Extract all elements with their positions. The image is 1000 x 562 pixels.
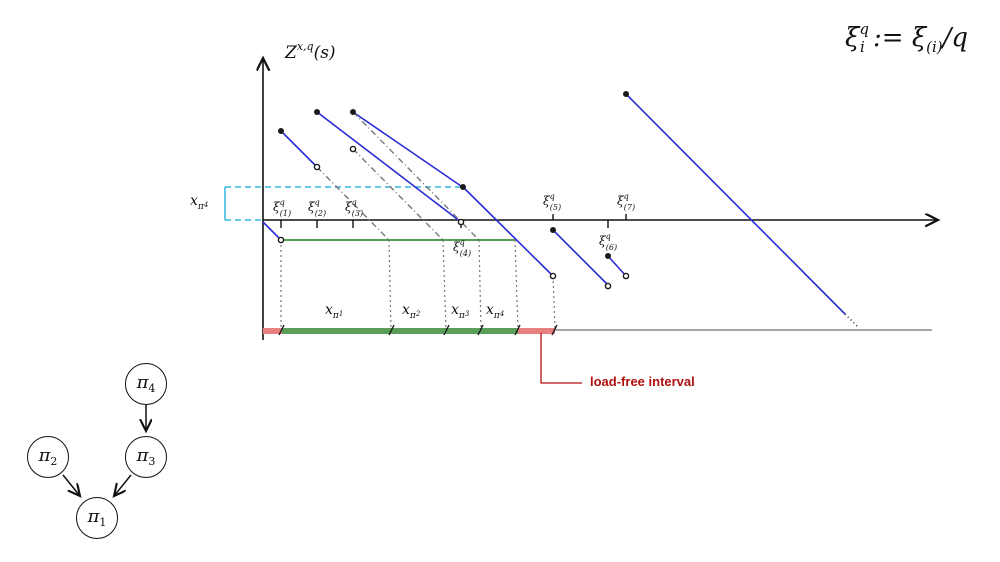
xi-label-5: ξq(5) — [543, 192, 562, 212]
gray-dashdot-lines — [316, 111, 480, 241]
segment-label-pi4: xπ4 — [486, 302, 505, 321]
segment-label-pi1: xπ1 — [325, 302, 344, 321]
x-pi4-bracket-label: xπ4 — [190, 193, 209, 212]
load-free-interval-label: load-free interval — [590, 374, 695, 389]
projection-dotted-lines — [280, 239, 556, 331]
segment-label-pi3: xπ3 — [451, 302, 470, 321]
segment-label-pi2: xπ2 — [402, 302, 421, 321]
graph-node-pi2: π2 — [27, 436, 69, 478]
xi-label-2: ξq(2) — [308, 198, 327, 218]
xi-definition-formula: ξqi := ξ(i)/q — [845, 20, 969, 56]
graph-node-pi3: π3 — [125, 436, 167, 478]
xi-label-4: ξq(4) — [453, 238, 472, 258]
blue-segments — [262, 93, 846, 315]
xi-label-1: ξq(1) — [273, 198, 292, 218]
xi-label-7: ξq(7) — [617, 192, 636, 212]
filled-points — [278, 91, 629, 259]
xi-label-6: ξq(6) — [599, 232, 618, 252]
timeline-slashes — [278, 324, 558, 336]
graph-node-pi4: π4 — [125, 363, 167, 405]
load-free-pointer — [540, 333, 582, 384]
xi-label-3: ξq(3) — [345, 198, 364, 218]
blue-dotted-tail — [844, 313, 859, 328]
precedence-edges — [62, 405, 146, 496]
graph-node-pi1: π1 — [76, 497, 118, 539]
y-axis-label: Zx,q(s) — [285, 40, 336, 63]
x-pi4-bracket — [224, 186, 463, 221]
open-points — [277, 145, 630, 290]
